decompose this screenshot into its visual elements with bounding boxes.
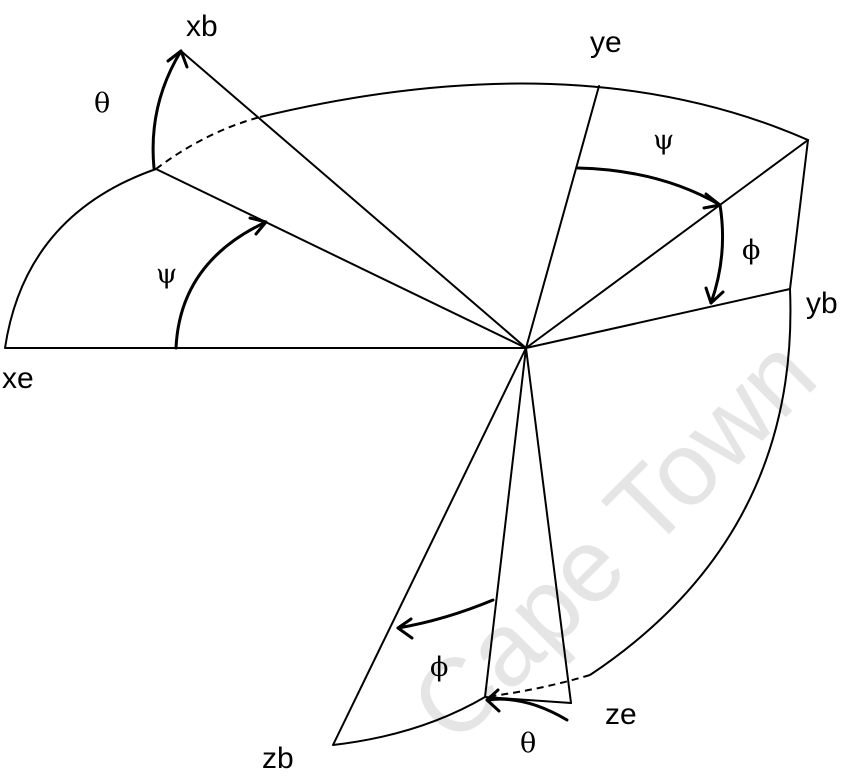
phi-arrow-right-head	[704, 286, 725, 305]
hidden-ze-arc	[484, 674, 591, 698]
theta-label-top: θ	[94, 88, 110, 119]
theta-label-bottom: θ	[520, 728, 536, 759]
yb-axis-line	[525, 288, 791, 349]
theta-arrow-top	[151, 49, 183, 170]
lower-arc	[332, 696, 486, 746]
watermark-text: Cape Town	[389, 316, 838, 765]
yb-intermediate-axis-line	[525, 139, 809, 349]
xe-label: xe	[2, 362, 34, 395]
phi-label-right: ϕ	[742, 235, 760, 266]
ye-label: ye	[590, 26, 622, 59]
axis-labels: xe xb ye yb ze zb	[2, 10, 838, 775]
angle-labels: θ ψ ψ ϕ ϕ θ	[94, 88, 760, 759]
psi-arrow-right	[576, 166, 722, 207]
rotation-arrows	[151, 49, 725, 722]
phi-arrow-bottom	[396, 598, 495, 630]
theta-rotated-axis-line	[484, 347, 527, 698]
theta-arrow-top-head	[166, 49, 189, 69]
ye-axis-line	[525, 85, 600, 349]
zb-axis-line	[332, 347, 527, 746]
yb-label: yb	[806, 287, 838, 320]
xe-plane-arc	[4, 168, 157, 349]
upper-arc	[259, 82, 809, 141]
xb-label: xb	[186, 10, 218, 43]
xb-axis-line	[180, 50, 527, 349]
psi-label-right: ψ	[653, 125, 674, 156]
psi-label-left: ψ	[156, 259, 177, 290]
hidden-xb-arc	[155, 116, 261, 170]
psi-arrow-left	[174, 220, 268, 350]
ze-axis-line	[525, 347, 572, 704]
zb-label: zb	[262, 742, 294, 775]
phi-label-bottom: ϕ	[430, 652, 448, 683]
ze-label: ze	[605, 698, 637, 731]
axis-lines	[4, 50, 809, 746]
psi-arrow-left-head	[248, 216, 268, 236]
phi-arrow-right	[709, 203, 725, 305]
sphere-arcs	[4, 82, 809, 746]
theta-arrow-bottom-head	[485, 688, 501, 713]
phi-arrow-bottom-head	[396, 617, 414, 640]
theta-arrow-bottom	[485, 697, 569, 722]
yb-edge-line	[789, 139, 809, 290]
psi-rotated-axis-line	[155, 168, 527, 349]
right-arc	[589, 288, 792, 676]
